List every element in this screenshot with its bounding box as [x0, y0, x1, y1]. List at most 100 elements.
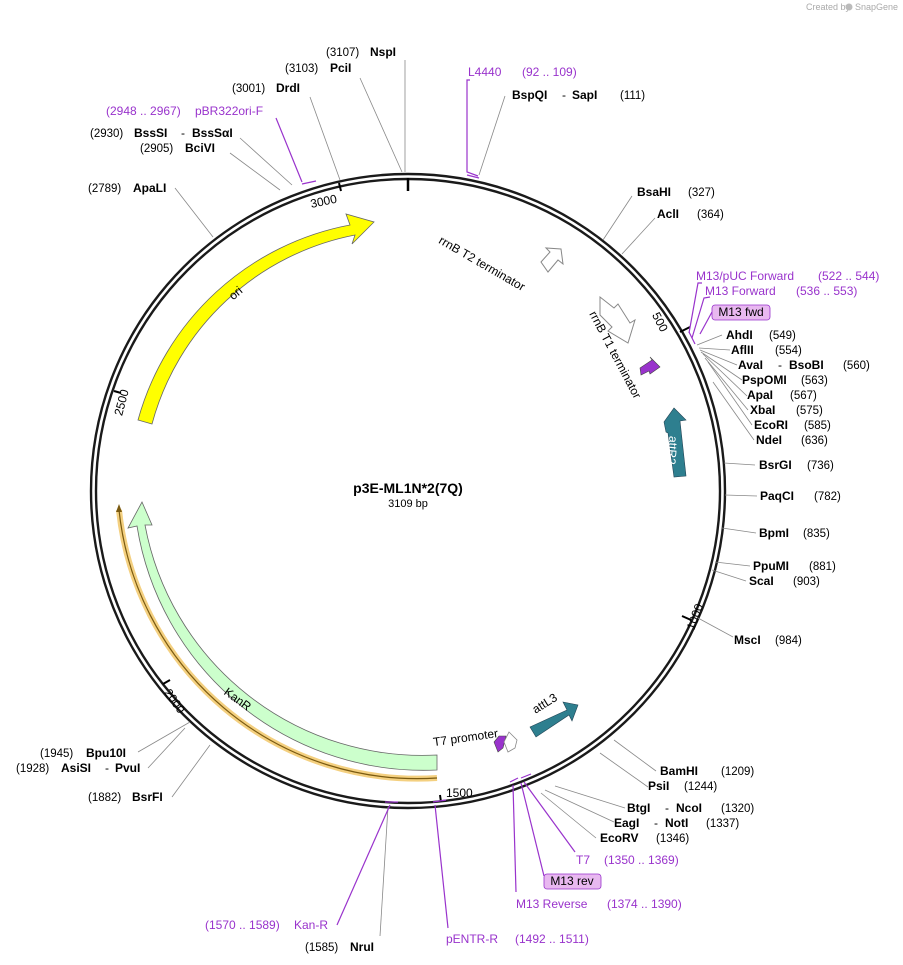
primer-m13-puc-forward[interactable]: M13/pUC Forward	[696, 269, 794, 283]
enzyme-separator: -	[105, 761, 109, 775]
enzyme-btgi[interactable]: BtgI	[627, 801, 650, 815]
enzyme-psii[interactable]: PsiI	[648, 779, 669, 793]
enzyme-noti[interactable]: NotI	[665, 816, 688, 830]
snapgene-brand: SnapGene	[855, 2, 898, 12]
tick-marks	[113, 182, 692, 803]
enzyme-pos-apali: (2789)	[88, 183, 121, 195]
enzyme-separator: -	[778, 358, 782, 372]
enzyme-apai[interactable]: ApaI	[747, 388, 773, 402]
enzyme-bsobi[interactable]: BsoBI	[789, 358, 824, 372]
enzyme-ahdi[interactable]: AhdI	[726, 328, 753, 342]
enzyme-bcivi[interactable]: BciVI	[185, 141, 215, 155]
enzyme-pos-paqci: (782)	[814, 491, 841, 503]
enzyme-bsrgi[interactable]: BsrGI	[759, 458, 792, 472]
tick-label-500: 500	[649, 310, 671, 335]
primer-range-m13-forward: (536 .. 553)	[796, 284, 857, 298]
t7-terminator-feature[interactable]	[503, 731, 518, 753]
enzyme-bsrfi[interactable]: BsrFI	[132, 790, 163, 804]
enzyme-bspqi[interactable]: BspQI	[512, 88, 547, 102]
enzyme-ecori[interactable]: EcoRI	[754, 418, 788, 432]
enzyme-pos-bsrgi: (736)	[807, 460, 834, 472]
enzyme-pspomi[interactable]: PspOMI	[742, 373, 787, 387]
enzyme-pos-sapi: (111)	[620, 90, 645, 102]
t7-promoter-label: T7 promoter	[432, 726, 499, 749]
enzyme-leader-lines	[137, 60, 758, 937]
enzyme-pvui[interactable]: PvuI	[115, 761, 140, 775]
enzyme-ncoi[interactable]: NcoI	[676, 801, 702, 815]
enzyme-bssssi[interactable]: BssSαI	[192, 126, 233, 140]
enzyme-drdi[interactable]: DrdI	[276, 81, 300, 95]
enzyme-ndei[interactable]: NdeI	[756, 433, 782, 447]
enzyme-pos-bpu10i: (1945)	[40, 748, 73, 760]
created-by-label: Created by	[806, 2, 851, 12]
primer-range-t7: (1350 .. 1369)	[604, 853, 679, 867]
enzyme-pos-asisi: (1928)	[16, 763, 49, 775]
enzyme-scai[interactable]: ScaI	[749, 574, 774, 588]
primer-range-pbr322ori-f: (2948 .. 2967)	[106, 104, 181, 118]
ori-feature[interactable]	[137, 213, 375, 425]
kanr-strand-arrow-icon	[116, 504, 122, 512]
enzyme-paqci[interactable]: PaqCI	[760, 489, 794, 503]
enzyme-pcii[interactable]: PciI	[330, 61, 351, 75]
primer-box-m13-rev[interactable]	[543, 873, 602, 890]
plasmid-size: 3109 bp	[388, 498, 428, 510]
enzyme-apali[interactable]: ApaLI	[133, 181, 166, 195]
enzyme-bsssi[interactable]: BssSI	[134, 126, 167, 140]
enzyme-avai[interactable]: AvaI	[738, 358, 763, 372]
enzyme-nspi[interactable]: NspI	[370, 45, 396, 59]
primer-pbr322ori-f[interactable]: pBR322ori-F	[195, 104, 263, 118]
enzyme-ecorv[interactable]: EcoRV	[600, 831, 638, 845]
tick-label-1000: 1000	[684, 602, 706, 632]
enzyme-ppumi[interactable]: PpuMI	[753, 559, 789, 573]
enzyme-pos-bamhi: (1209)	[721, 766, 754, 778]
enzyme-msci[interactable]: MscI	[734, 633, 761, 647]
enzyme-pos-pspomi: (563)	[801, 375, 828, 387]
enzyme-separator: -	[181, 126, 185, 140]
enzyme-eagi[interactable]: EagI	[614, 816, 639, 830]
kanr-feature[interactable]	[127, 501, 438, 771]
enzyme-nrui[interactable]: NruI	[350, 940, 374, 954]
enzyme-pos-bpmi: (835)	[803, 528, 830, 540]
enzyme-acli[interactable]: AclI	[657, 207, 679, 221]
enzyme-separator: -	[665, 801, 669, 815]
attl3-label: attL3	[530, 690, 560, 716]
enzyme-sapi[interactable]: SapI	[572, 88, 597, 102]
tick-3000	[338, 182, 342, 192]
tick-2000	[162, 679, 171, 685]
rrnb-t1-feature[interactable]	[599, 295, 636, 344]
primer-kan-r[interactable]: Kan-R	[294, 918, 328, 932]
enzyme-bpmi[interactable]: BpmI	[759, 526, 789, 540]
small-promoter-feature[interactable]	[639, 356, 661, 376]
enzyme-pos-bsrfi: (1882)	[88, 792, 121, 804]
enzyme-pos-bsobi: (560)	[843, 360, 870, 372]
enzyme-bpu10i[interactable]: Bpu10I	[86, 746, 126, 760]
tick-label-2000: 2000	[161, 686, 188, 716]
enzyme-separator: -	[562, 88, 566, 102]
enzyme-asisi[interactable]: AsiSI	[61, 761, 91, 775]
attr2-feature[interactable]	[663, 407, 687, 478]
enzyme-pos-nrui: (1585)	[305, 942, 338, 954]
enzyme-pos-acli: (364)	[697, 209, 724, 221]
primer-m13-forward[interactable]: M13 Forward	[705, 284, 776, 298]
primer-box-m13-fwd[interactable]	[711, 304, 771, 321]
snapgene-logo-icon	[845, 3, 853, 11]
primer-l4440[interactable]: L4440	[468, 65, 502, 79]
primer-range-m13-reverse: (1374 .. 1390)	[607, 897, 682, 911]
rrnb-t2-feature[interactable]	[540, 247, 564, 273]
primer-t7[interactable]: T7	[576, 853, 590, 867]
attl3-feature[interactable]	[529, 701, 579, 738]
primer-m13-reverse[interactable]: M13 Reverse	[516, 897, 588, 911]
primer-range-kan-r: (1570 .. 1589)	[205, 918, 280, 932]
rrnb-t2-label: rrnB T2 terminator	[436, 233, 527, 294]
tick-2500	[113, 390, 122, 394]
primer-range-pentr-r: (1492 .. 1511)	[515, 932, 589, 946]
enzyme-xbai[interactable]: XbaI	[750, 403, 775, 417]
enzyme-bamhi[interactable]: BamHI	[660, 764, 698, 778]
enzyme-bsahi[interactable]: BsaHI	[637, 185, 671, 199]
kanr-strand	[118, 509, 438, 780]
plasmid-name: p3E-ML1N*2(7Q)	[353, 480, 463, 496]
enzyme-pos-apai: (567)	[790, 390, 817, 402]
primer-pentr-r[interactable]: pENTR-R	[446, 932, 498, 946]
enzyme-aflii[interactable]: AflII	[731, 343, 754, 357]
